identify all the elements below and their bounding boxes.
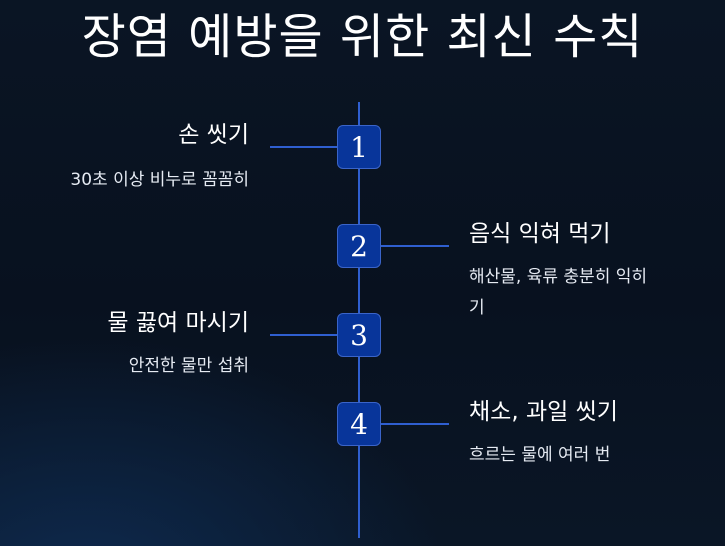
step-1-node: 1: [337, 125, 381, 169]
step-4-title: 채소, 과일 씻기: [469, 399, 618, 425]
step-2-title: 음식 익혀 먹기: [469, 221, 611, 247]
step-1-connector: [270, 146, 338, 148]
step-2-connector: [381, 245, 449, 247]
step-4-node: 4: [337, 402, 381, 446]
step-2-node: 2: [337, 224, 381, 268]
step-3-node: 3: [337, 313, 381, 357]
page-title: 장염 예방을 위한 최신 수칙: [81, 9, 644, 65]
step-2-description: 해산물, 육류 충분히 익히기: [469, 267, 648, 318]
step-1-description: 30초 이상 비누로 꼼꼼히: [70, 170, 249, 190]
step-1-title: 손 씻기: [178, 122, 249, 148]
step-3-title: 물 끓여 마시기: [107, 310, 249, 336]
step-3-connector: [270, 334, 338, 336]
step-4-connector: [381, 423, 449, 425]
step-3-description: 안전한 물만 섭취: [128, 356, 249, 376]
step-4-description: 흐르는 물에 여러 번: [469, 445, 611, 465]
